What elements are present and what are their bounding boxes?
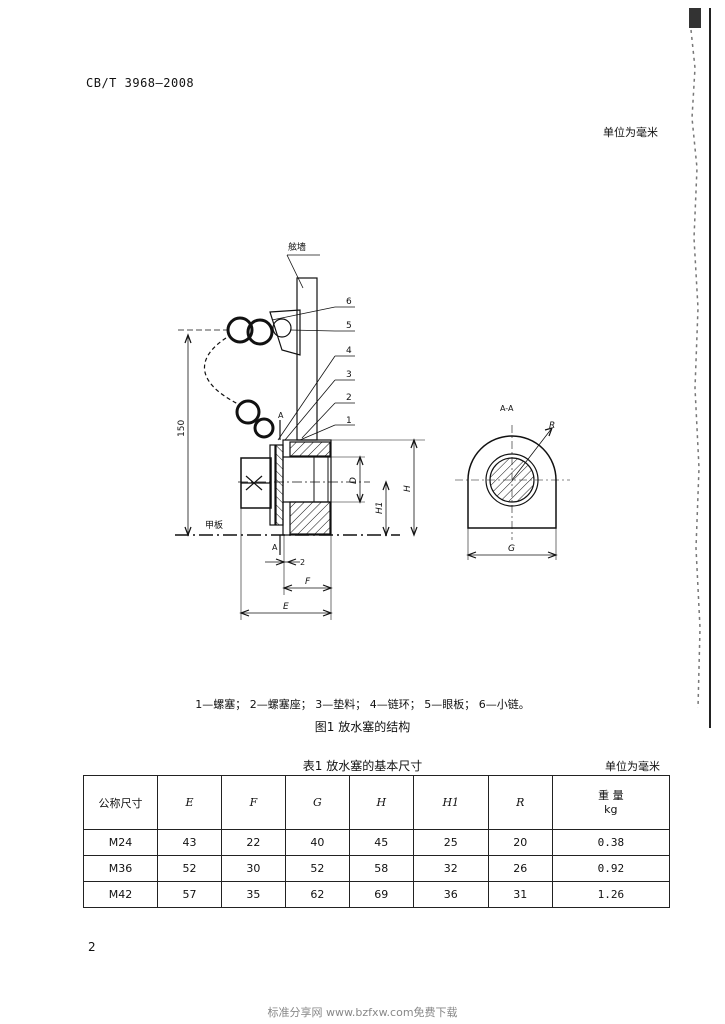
table-cell: 58 xyxy=(348,855,414,882)
col-header-nominal: 公称尺寸 xyxy=(83,775,158,830)
part-label-2: 2 xyxy=(346,393,352,403)
table-cell: 69 xyxy=(348,881,414,908)
table-cell: 0.38 xyxy=(551,829,671,856)
section-title: A-A xyxy=(500,404,514,413)
table-cell: 57 xyxy=(157,881,222,908)
figure-title: 图1 放水塞的结构 xyxy=(314,720,411,734)
deck-label: 甲板 xyxy=(205,519,223,531)
table-cell: M36 xyxy=(83,855,158,882)
table-cell: M24 xyxy=(83,829,158,856)
chain-ring xyxy=(253,417,275,439)
chain-ring xyxy=(235,399,261,425)
eye-plate xyxy=(269,309,301,356)
table-cell: 52 xyxy=(284,855,350,882)
col-header-F: F xyxy=(220,775,286,830)
table-cell: 20 xyxy=(487,829,553,856)
drain-plug-drawing: 舷墙 甲板 1 2 3 4 5 xyxy=(175,241,570,620)
part-label-5: 5 xyxy=(346,321,352,331)
table-row: M36 52 30 52 58 32 26 0.92 xyxy=(83,855,671,882)
gasket xyxy=(275,444,284,526)
leader-line xyxy=(299,424,336,441)
table-cell: 25 xyxy=(412,829,489,856)
dim-R-label: R xyxy=(549,421,555,431)
standard-number: CB/T 3968—2008 xyxy=(86,76,195,90)
table-row: M42 57 35 62 69 36 31 1.26 xyxy=(83,881,671,908)
table-cell: 31 xyxy=(487,881,553,908)
table-cell: 43 xyxy=(157,829,222,856)
col-header-H: H xyxy=(348,775,414,830)
section-mark-bottom: A xyxy=(272,543,278,552)
chain-path xyxy=(203,337,241,406)
dimensions-table: 公称尺寸 E F G H H1 R 重 量 kg M24 43 22 40 45… xyxy=(83,775,671,908)
dim-D-label: D xyxy=(349,477,359,484)
table-cell: 26 xyxy=(487,855,553,882)
table-cell: 22 xyxy=(220,829,286,856)
col-header-G: G xyxy=(284,775,350,830)
leader-line xyxy=(277,355,336,441)
leader-line xyxy=(284,379,336,441)
footer-watermark: 标准分享网 www.bzfxw.com免费下载 xyxy=(267,1006,458,1019)
bulkhead-leader xyxy=(286,254,304,289)
col-header-H1: H1 xyxy=(412,775,489,830)
chain-ring xyxy=(246,318,274,346)
leader-line xyxy=(301,402,336,439)
table-cell: 32 xyxy=(412,855,489,882)
table-cell: 40 xyxy=(284,829,350,856)
table-row: M24 43 22 40 45 25 20 0.38 xyxy=(83,829,671,856)
dim-2-label: 2 xyxy=(300,558,305,567)
page-number: 2 xyxy=(88,940,96,954)
table-cell: 1.26 xyxy=(551,881,671,908)
dim-G-label: G xyxy=(508,544,515,554)
unit-note: 单位为毫米 xyxy=(603,126,658,139)
col-header-weight: 重 量 kg xyxy=(551,775,671,830)
leader-line xyxy=(289,329,336,332)
section-mark-top: A xyxy=(278,411,284,420)
scan-edge-artifact xyxy=(689,8,711,728)
dim-H-label: H xyxy=(403,485,413,492)
table-cell: 35 xyxy=(220,881,286,908)
col-header-E: E xyxy=(157,775,222,830)
chain-link-bar xyxy=(269,444,276,526)
part-label-6: 6 xyxy=(346,297,352,307)
dim-E-label: E xyxy=(283,602,289,612)
table-cell: 36 xyxy=(412,881,489,908)
col-header-R: R xyxy=(487,775,553,830)
part-label-1: 1 xyxy=(346,416,352,426)
table-title: 表1 放水塞的基本尺寸 xyxy=(302,759,423,773)
dim-F-label: F xyxy=(305,577,311,587)
table-cell: 30 xyxy=(220,855,286,882)
part-label-3: 3 xyxy=(346,370,352,380)
table-cell: 52 xyxy=(157,855,222,882)
table-cell: M42 xyxy=(83,881,158,908)
table-cell: 45 xyxy=(348,829,414,856)
leader-line xyxy=(271,306,336,321)
table-cell: 62 xyxy=(284,881,350,908)
bulkhead-label: 舷墙 xyxy=(288,241,306,253)
table-cell: 0.92 xyxy=(551,855,671,882)
section-outline xyxy=(467,435,557,529)
part-label-4: 4 xyxy=(346,346,352,356)
figure-legend: 1—螺塞； 2—螺塞座； 3—垫料； 4—链环； 5—眼板； 6—小链。 xyxy=(195,698,530,711)
dim-150-label: 150 xyxy=(177,420,187,437)
table-unit: 单位为毫米 xyxy=(605,760,660,773)
bulkhead-plate xyxy=(296,277,318,441)
table-header-row: 公称尺寸 E F G H H1 R 重 量 kg xyxy=(83,775,671,830)
dim-H1-label: H1 xyxy=(375,502,385,515)
